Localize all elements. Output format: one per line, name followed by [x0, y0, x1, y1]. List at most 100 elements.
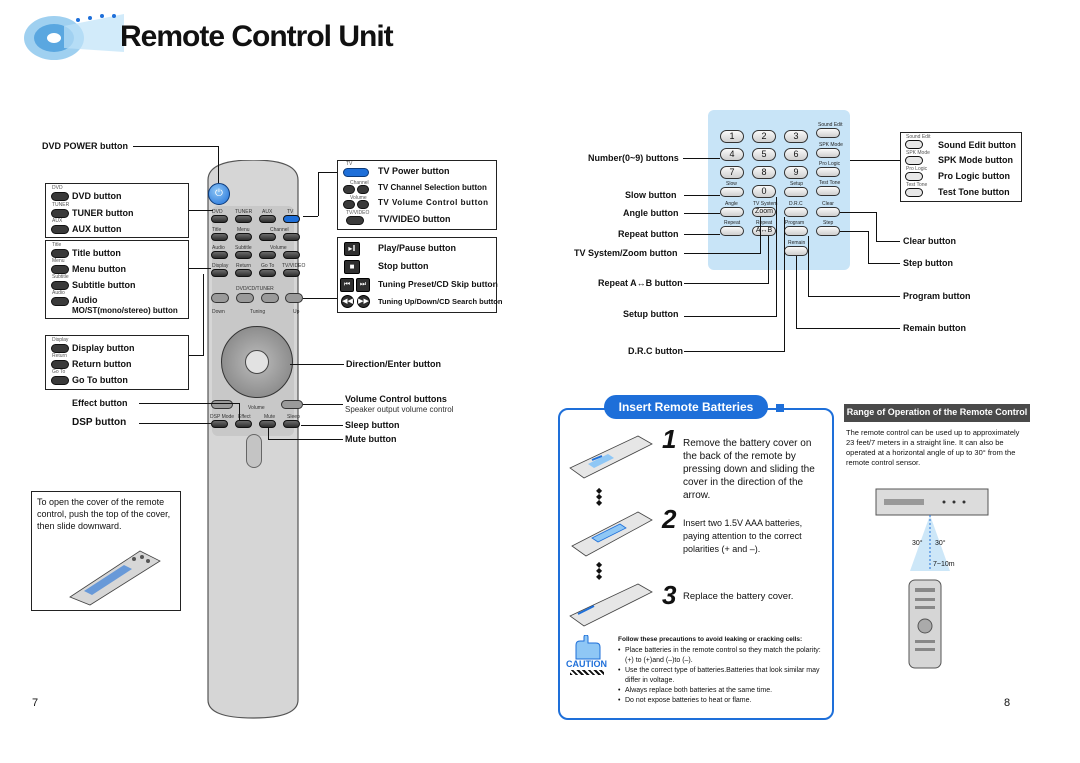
kp-tag-repeat-ab: Repeat: [756, 220, 773, 226]
remote-dsp-button[interactable]: [211, 420, 228, 428]
key-6[interactable]: 6: [784, 148, 808, 161]
remote-menu-button[interactable]: [235, 233, 252, 241]
remote-mute-button[interactable]: [259, 420, 276, 428]
key-1[interactable]: 1: [720, 130, 744, 143]
label-direction: Direction/Enter button: [346, 359, 441, 369]
caution-list: •Place batteries in the remote control s…: [618, 646, 828, 706]
key-sound-edit[interactable]: [816, 128, 840, 138]
tuner-icon: [51, 209, 69, 218]
kp-tag-test-tone: Test Tone: [819, 180, 841, 186]
remote-volume-up-button[interactable]: [281, 400, 303, 409]
key-drc[interactable]: [784, 207, 808, 217]
key-7[interactable]: 7: [720, 166, 744, 179]
remote-tag-audio: Audio: [212, 245, 225, 251]
kp-tag-pro-logic: Pro Logic: [819, 161, 841, 167]
tv-video-icon: [346, 216, 364, 225]
step3-number: 3: [662, 580, 677, 610]
source-callout-box: [45, 183, 189, 238]
label-tv-channel: TV Channel Selection button: [378, 183, 487, 192]
tag-goto: Go To: [52, 369, 66, 375]
remote-volume-down-button[interactable]: [211, 400, 233, 409]
remote-channel-up-button[interactable]: [283, 233, 300, 241]
remote-tag-title: Title: [212, 227, 222, 233]
key-9[interactable]: 9: [784, 166, 808, 179]
enter-button[interactable]: [245, 350, 269, 374]
key-angle[interactable]: [720, 207, 744, 217]
key-clear[interactable]: [816, 207, 840, 217]
remote-audio-button[interactable]: [211, 251, 228, 259]
remote-cover-illustration: [60, 545, 170, 607]
key-spk-mode[interactable]: [816, 148, 840, 158]
kp-tag-drc: D.R.C: [789, 201, 803, 207]
remote-effect-button[interactable]: [235, 420, 252, 428]
step1-number: 1: [662, 424, 677, 454]
key-repeat-ab[interactable]: A↔B: [752, 226, 776, 236]
key-repeat[interactable]: [720, 226, 744, 236]
kp-tag-setup: Setup: [790, 181, 804, 187]
key-test-tone[interactable]: [816, 186, 840, 196]
remote-goto-button[interactable]: [259, 269, 276, 277]
key-0[interactable]: 0: [752, 185, 776, 198]
key-setup[interactable]: [784, 187, 808, 197]
remote-stop-button[interactable]: [236, 293, 254, 303]
key-4[interactable]: 4: [720, 148, 744, 161]
label-menu: Menu button: [72, 264, 126, 274]
pro-logic-icon: [905, 172, 923, 181]
remote-tag-volume-main: Volume: [248, 405, 265, 411]
remote-skip-back-button[interactable]: [211, 293, 229, 303]
label-tv-power: TV Power button: [378, 166, 450, 176]
dvd-power-button[interactable]: ⏻: [208, 183, 230, 205]
play-pause-icon: ▸‖: [344, 242, 360, 256]
menu-icon: [51, 265, 69, 274]
label-angle: Angle button: [623, 208, 679, 218]
kp-tag-spk-mode: SPK Mode: [819, 142, 843, 148]
key-remain[interactable]: [784, 246, 808, 256]
label-display: Display button: [72, 343, 135, 353]
remote-tuner-button[interactable]: [235, 215, 252, 223]
range-header: [844, 404, 1030, 422]
tv-volume-down-icon: [343, 200, 355, 209]
remote-tag-goto: Go To: [261, 263, 275, 269]
label-return: Return button: [72, 359, 132, 369]
kp-tag-program: Program: [785, 220, 805, 226]
remote-dvd-button[interactable]: [211, 215, 228, 223]
remote-return-button[interactable]: [235, 269, 252, 277]
key-8[interactable]: 8: [752, 166, 776, 179]
key-2[interactable]: 2: [752, 130, 776, 143]
key-program[interactable]: [784, 226, 808, 236]
remote-subtitle-button[interactable]: [235, 251, 252, 259]
remote-channel-down-button[interactable]: [259, 233, 276, 241]
label-subtitle: Subtitle button: [72, 280, 136, 290]
key-zoom[interactable]: Zoom: [752, 207, 776, 217]
menu-callout-box: [45, 240, 189, 319]
display-callout-box: [45, 335, 189, 390]
key-step[interactable]: [816, 226, 840, 236]
remote-display-button[interactable]: [211, 269, 228, 277]
remote-aux-button[interactable]: [259, 215, 276, 223]
remote-skip-forward-button[interactable]: [285, 293, 303, 303]
key-slow[interactable]: [720, 187, 744, 197]
remote-tag-aux: AUX: [262, 209, 273, 215]
remote-play-pause-button[interactable]: [261, 293, 279, 303]
remote-sleep-button[interactable]: [283, 420, 300, 428]
remote-tag-tuning: Tuning: [250, 309, 266, 315]
label-dvd-power: DVD POWER button: [42, 141, 128, 151]
key-5[interactable]: 5: [752, 148, 776, 161]
range-angle-right: 30°: [935, 540, 946, 547]
remote-title-button[interactable]: [211, 233, 228, 241]
remote-tag-effect: Effect: [238, 414, 251, 420]
caution-item-2: •Use the correct type of batteries.Batte…: [618, 667, 820, 684]
battery-header: [604, 395, 768, 419]
label-remain: Remain button: [903, 323, 966, 333]
remote-tvvideo-button[interactable]: [283, 269, 300, 277]
tv-volume-up-icon: [357, 200, 369, 209]
label-sleep: Sleep button: [345, 420, 400, 430]
remote-tv-volume-down-button[interactable]: [259, 251, 276, 259]
remote-tv-power-button[interactable]: [283, 215, 300, 223]
label-step: Step button: [903, 258, 953, 268]
label-drc: D.R.C button: [628, 346, 683, 356]
key-3[interactable]: 3: [784, 130, 808, 143]
key-pro-logic[interactable]: [816, 167, 840, 177]
tag-subtitle: Subtitle: [52, 274, 69, 280]
remote-tv-volume-up-button[interactable]: [283, 251, 300, 259]
